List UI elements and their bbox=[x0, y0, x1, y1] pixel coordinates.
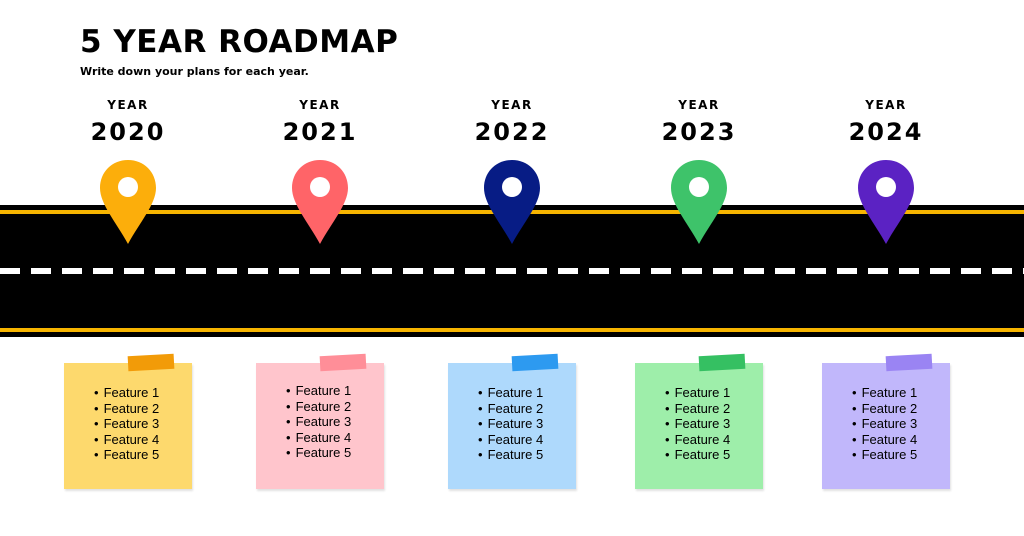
year-number: 2020 bbox=[90, 118, 166, 146]
list-item: Feature 5 bbox=[256, 445, 384, 461]
list-item: Feature 1 bbox=[822, 385, 950, 401]
list-item: Feature 4 bbox=[448, 432, 576, 448]
list-item: Feature 3 bbox=[635, 416, 763, 432]
list-item: Feature 2 bbox=[635, 401, 763, 417]
list-item: Feature 4 bbox=[64, 432, 192, 448]
road-center-dashes bbox=[0, 268, 1024, 274]
list-item: Feature 4 bbox=[635, 432, 763, 448]
feature-list: Feature 1 Feature 2 Feature 3 Feature 4 … bbox=[64, 385, 192, 463]
sticky-note-2020: Feature 1 Feature 2 Feature 3 Feature 4 … bbox=[64, 353, 192, 489]
year-heading-2023: YEAR 2023 bbox=[639, 98, 759, 146]
list-item: Feature 3 bbox=[64, 416, 192, 432]
list-item: Feature 5 bbox=[635, 447, 763, 463]
tape-strip bbox=[127, 353, 175, 372]
list-item: Feature 2 bbox=[822, 401, 950, 417]
sticky-note-2023: Feature 1 Feature 2 Feature 3 Feature 4 … bbox=[635, 353, 763, 489]
tape-strip bbox=[319, 353, 367, 372]
sticky-note-2024: Feature 1 Feature 2 Feature 3 Feature 4 … bbox=[822, 353, 950, 489]
year-label: YEAR bbox=[865, 98, 907, 112]
year-heading-2021: YEAR 2021 bbox=[260, 98, 380, 146]
list-item: Feature 1 bbox=[635, 385, 763, 401]
list-item: Feature 5 bbox=[64, 447, 192, 463]
feature-list: Feature 1 Feature 2 Feature 3 Feature 4 … bbox=[822, 385, 950, 463]
map-pin-icon-2022 bbox=[484, 160, 540, 244]
list-item: Feature 1 bbox=[448, 385, 576, 401]
year-number: 2024 bbox=[848, 118, 924, 146]
feature-list: Feature 1 Feature 2 Feature 3 Feature 4 … bbox=[256, 383, 384, 461]
sticky-note-2021: Feature 1 Feature 2 Feature 3 Feature 4 … bbox=[256, 353, 384, 489]
list-item: Feature 1 bbox=[64, 385, 192, 401]
map-pin-icon-2020 bbox=[100, 160, 156, 244]
page-subtitle: Write down your plans for each year. bbox=[80, 65, 309, 78]
year-label: YEAR bbox=[107, 98, 149, 112]
list-item: Feature 4 bbox=[256, 430, 384, 446]
year-label: YEAR bbox=[299, 98, 341, 112]
list-item: Feature 3 bbox=[256, 414, 384, 430]
list-item: Feature 5 bbox=[448, 447, 576, 463]
list-item: Feature 5 bbox=[822, 447, 950, 463]
map-pin-icon-2021 bbox=[292, 160, 348, 244]
year-number: 2021 bbox=[282, 118, 358, 146]
year-number: 2022 bbox=[474, 118, 550, 146]
page-title: 5 YEAR ROADMAP bbox=[80, 24, 399, 60]
list-item: Feature 2 bbox=[448, 401, 576, 417]
year-heading-2024: YEAR 2024 bbox=[826, 98, 946, 146]
list-item: Feature 2 bbox=[256, 399, 384, 415]
year-label: YEAR bbox=[491, 98, 533, 112]
year-number: 2023 bbox=[661, 118, 737, 146]
year-label: YEAR bbox=[678, 98, 720, 112]
feature-list: Feature 1 Feature 2 Feature 3 Feature 4 … bbox=[448, 385, 576, 463]
feature-list: Feature 1 Feature 2 Feature 3 Feature 4 … bbox=[635, 385, 763, 463]
sticky-note-2022: Feature 1 Feature 2 Feature 3 Feature 4 … bbox=[448, 353, 576, 489]
list-item: Feature 2 bbox=[64, 401, 192, 417]
year-heading-2022: YEAR 2022 bbox=[452, 98, 572, 146]
list-item: Feature 3 bbox=[448, 416, 576, 432]
list-item: Feature 4 bbox=[822, 432, 950, 448]
map-pin-icon-2023 bbox=[671, 160, 727, 244]
tape-strip bbox=[885, 353, 933, 372]
list-item: Feature 3 bbox=[822, 416, 950, 432]
tape-strip bbox=[511, 353, 559, 372]
tape-strip bbox=[698, 353, 746, 372]
road-edge-line-bottom bbox=[0, 328, 1024, 332]
list-item: Feature 1 bbox=[256, 383, 384, 399]
year-heading-2020: YEAR 2020 bbox=[68, 98, 188, 146]
map-pin-icon-2024 bbox=[858, 160, 914, 244]
